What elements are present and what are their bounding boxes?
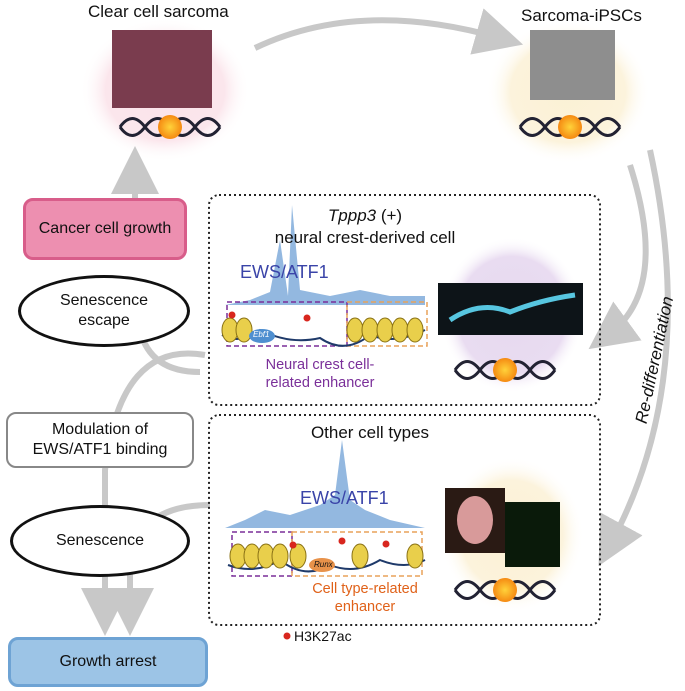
neural-crest-signal: [448, 292, 576, 323]
ebf1-label: Ebf1: [253, 330, 270, 339]
ipsc-photo: [530, 30, 615, 100]
nucleosomes-bottom: [229, 543, 424, 569]
cancer-growth-box: Cancer cell growth: [23, 198, 187, 260]
redifferentiation-arrow-inner: [588, 164, 649, 350]
modulation-box: Modulation of EWS/ATF1 binding: [6, 412, 194, 468]
tppp3-gene: Tppp3: [327, 206, 377, 225]
other-cells-panel: [208, 414, 601, 626]
tumor-photo: [112, 30, 212, 108]
neural-crest-title: Tppp3 (+) neural crest-derived cell: [230, 205, 500, 249]
cancer-growth-label: Cancer cell growth: [38, 220, 172, 237]
h3k27ac-dots: [228, 311, 390, 640]
tissue-image: [505, 502, 560, 567]
neural-crest-title-line2: neural crest-derived cell: [274, 228, 456, 247]
dna-icon-ipsc: [518, 115, 622, 139]
ews-peak-bottom: [225, 440, 425, 528]
senescence-label: Senescence: [55, 532, 145, 549]
senescence-escape-ellipse: Senescence escape: [18, 275, 190, 347]
sarcoma-ipscs-label: Sarcoma-iPSCs: [521, 6, 642, 25]
ews-label-top: EWS/ATF1: [240, 262, 329, 282]
growth-arrest-label: Growth arrest: [59, 653, 157, 670]
runx-label: Runx: [314, 560, 333, 569]
growth-arrest-box: Growth arrest: [8, 637, 208, 687]
runx-factor: [309, 558, 335, 572]
dna-icon-other: [453, 578, 557, 602]
ews-peak-top: [225, 205, 425, 305]
dna-icon-neural: [453, 358, 557, 382]
cell-type-enhancer-label: Cell type-related enhancer: [312, 581, 418, 615]
modulation-label: Modulation of EWS/ATF1 binding: [32, 421, 168, 458]
neural-crest-panel: [208, 194, 601, 406]
tppp3-suffix: (+): [376, 206, 403, 225]
neural-crest-image: [438, 283, 583, 335]
senescence-escape-label: Senescence escape: [59, 292, 149, 329]
embryo-shape: [457, 496, 493, 544]
clear-cell-sarcoma-label: Clear cell sarcoma: [88, 2, 229, 21]
ews-label-bottom: EWS/ATF1: [300, 488, 389, 508]
other-cell-types-title: Other cell types: [310, 423, 430, 442]
dna-icon-sarcoma: [118, 115, 222, 139]
other-enhancer-box-top: [346, 301, 428, 347]
redifferentiation-arrow-outer: [598, 149, 671, 567]
reprogram-arrow: [253, 8, 524, 55]
nucleosomes-top: [221, 317, 424, 343]
ebf1-factor: [249, 329, 275, 343]
senescence-ellipse: Senescence: [10, 505, 190, 577]
h3k27ac-legend-label: H3K27ac: [294, 628, 352, 644]
neural-crest-enhancer-label: Neural crest cell-related enhancer: [265, 357, 375, 391]
